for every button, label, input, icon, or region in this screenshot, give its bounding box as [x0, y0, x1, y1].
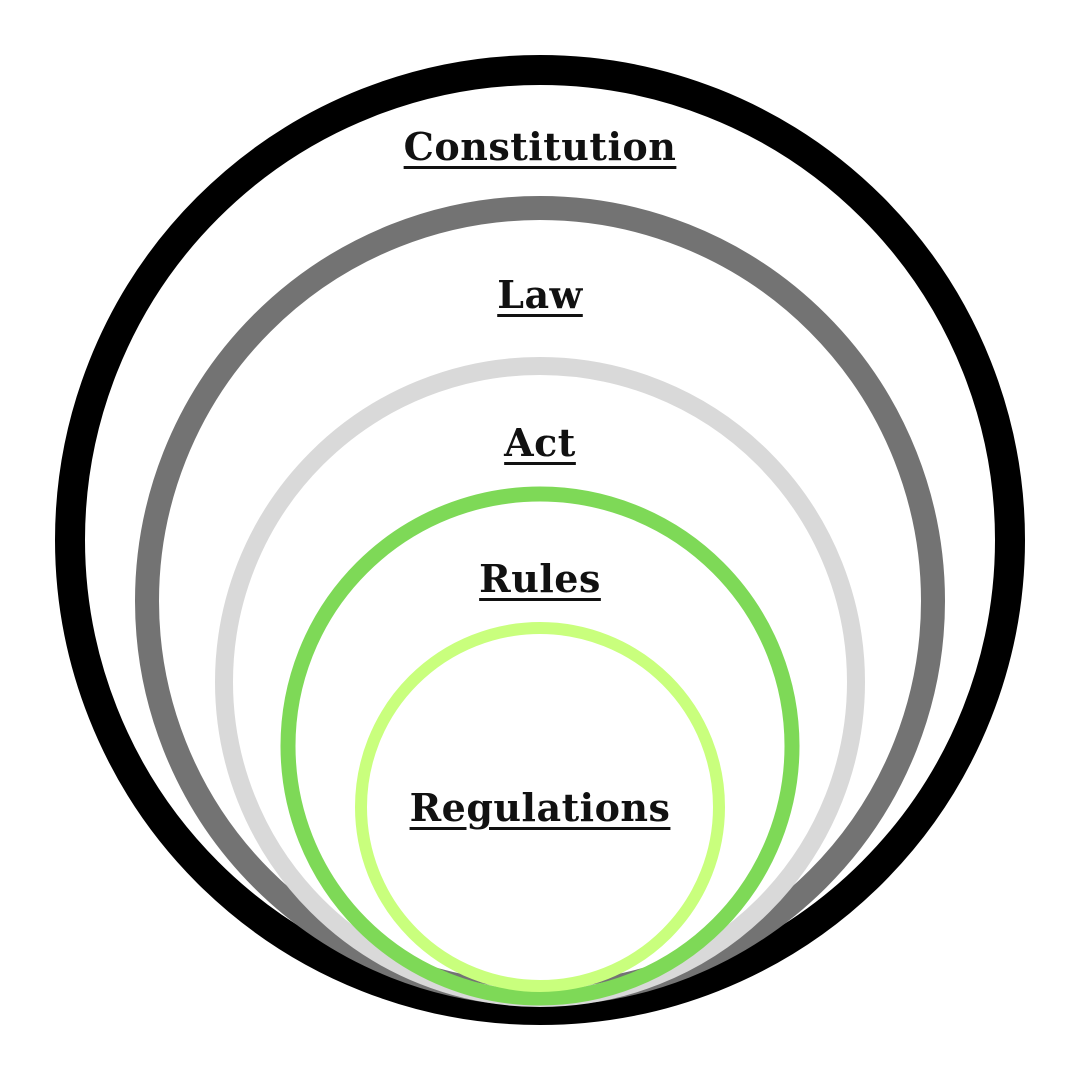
label-constitution: Constitution [403, 124, 677, 169]
ring-regulations [355, 622, 725, 992]
label-rules: Rules [479, 556, 601, 601]
label-regulations: Regulations [409, 785, 671, 830]
ring-rules [280, 486, 800, 1006]
ring-constitution [55, 55, 1025, 1025]
label-act: Act [504, 420, 576, 465]
label-law: Law [497, 272, 583, 317]
ring-law [135, 196, 945, 1006]
